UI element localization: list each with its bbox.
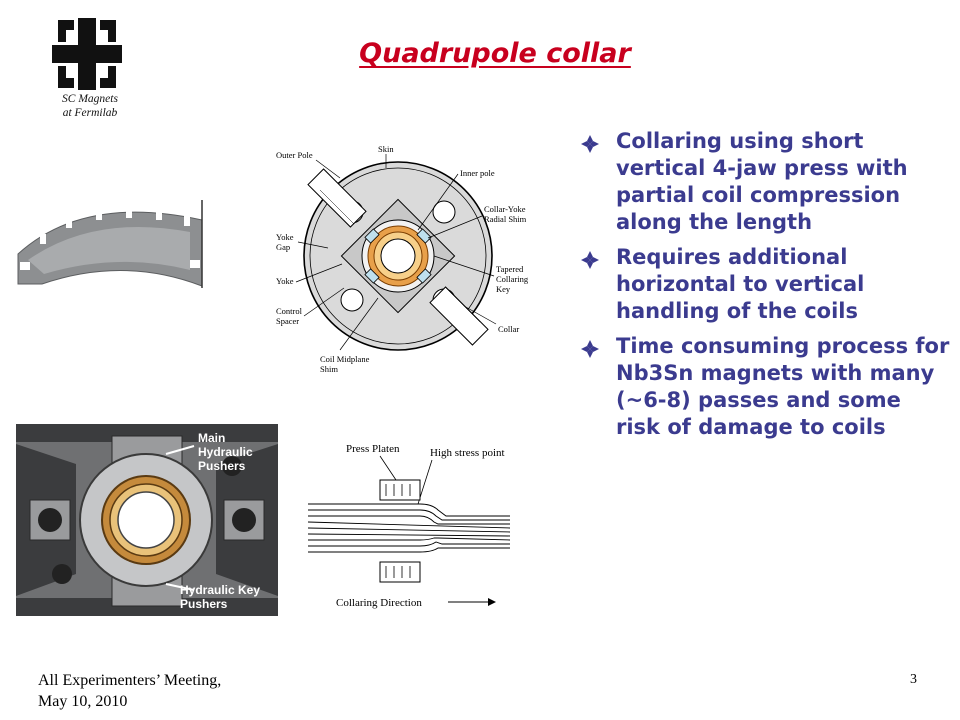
collaring-press-photo: Main Hydraulic Pushers Hydraulic Key Pus… (16, 424, 278, 616)
page-number: 3 (910, 672, 917, 687)
slide-title: Quadrupole collar (359, 38, 631, 69)
fermilab-logo (52, 18, 122, 90)
label-inner-pole: Inner pole (460, 168, 495, 178)
label-collaring-direction: Collaring Direction (336, 597, 422, 609)
bullet-list: Collaring using short vertical 4-jaw pre… (580, 128, 950, 449)
collar-cross-section-diagram: Outer Pole Skin Inner pole Collar-Yoke R… (276, 144, 529, 374)
footer-meeting-info: All Experimenters’ Meeting, May 10, 2010 (38, 670, 221, 712)
label-tapered-3: Key (496, 284, 511, 294)
logo-caption-line1: SC Magnets (62, 93, 118, 105)
label-yoke: Yoke (276, 276, 294, 286)
label-press-platen: Press Platen (346, 443, 400, 455)
logo-caption: SC Magnets at Fermilab (40, 92, 140, 120)
label-high-stress-point: High stress point (430, 447, 505, 459)
label-collar-yoke-1: Collar-Yoke (484, 204, 526, 214)
bullet-item: Requires additional horizontal to vertic… (580, 244, 950, 325)
press-label-top-3: Pushers (198, 459, 246, 473)
label-yoke-gap-2: Gap (276, 242, 290, 252)
press-label-bottom-2: Pushers (180, 597, 228, 611)
diamond-bullet-icon (581, 135, 599, 153)
label-control-2: Spacer (276, 316, 299, 326)
collaring-direction-diagram: Press Platen High stress point Collaring… (307, 443, 510, 609)
press-label-top-1: Main (198, 431, 225, 445)
label-midplane-1: Coil Midplane (320, 354, 370, 364)
label-midplane-2: Shim (320, 364, 338, 374)
bullet-item: Collaring using short vertical 4-jaw pre… (580, 128, 950, 236)
press-label-top-2: Hydraulic (198, 445, 253, 459)
label-yoke-gap-1: Yoke (276, 232, 294, 242)
diamond-bullet-icon (581, 340, 599, 358)
bullet-text: Time consuming process for Nb3Sn magnets… (616, 334, 950, 439)
logo-caption-line2: at Fermilab (62, 107, 118, 119)
press-label-bottom-1: Hydraulic Key (180, 583, 260, 597)
label-outer-pole: Outer Pole (276, 150, 313, 160)
bullet-item: Time consuming process for Nb3Sn magnets… (580, 333, 950, 441)
label-collar: Collar (498, 324, 519, 334)
bullet-text: Collaring using short vertical 4-jaw pre… (616, 129, 908, 234)
label-collar-yoke-2: Radial Shim (484, 214, 527, 224)
label-tapered-2: Collaring (496, 274, 529, 284)
bullet-text: Requires additional horizontal to vertic… (616, 245, 865, 323)
diamond-bullet-icon (581, 251, 599, 269)
label-control-1: Control (276, 306, 303, 316)
label-tapered-1: Tapered (496, 264, 524, 274)
label-skin: Skin (378, 144, 394, 154)
footer-line1: All Experimenters’ Meeting, (38, 672, 222, 689)
footer-line2: May 10, 2010 (38, 693, 128, 710)
collar-lamination-photo (14, 200, 206, 288)
